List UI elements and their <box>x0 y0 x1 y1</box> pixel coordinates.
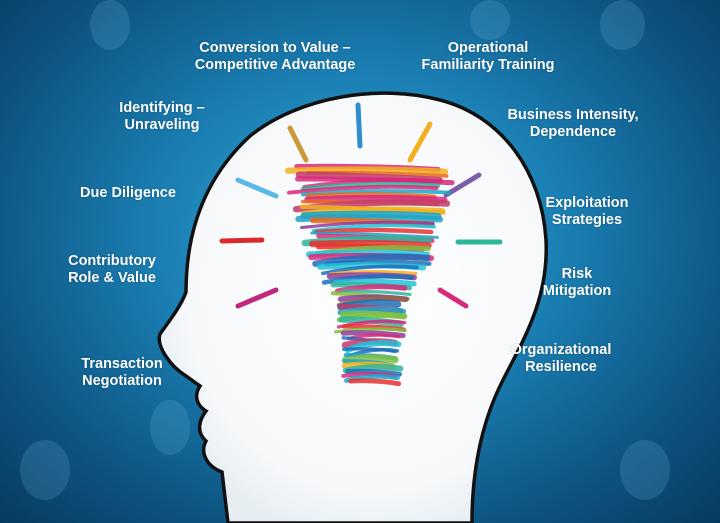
label-line: Negotiation <box>82 373 162 389</box>
light-ray <box>407 121 433 163</box>
label-line: Business Intensity, <box>507 107 639 123</box>
label-line: Operational <box>447 40 529 56</box>
label-item: Identifying –Unraveling <box>119 100 204 134</box>
label-line: Familiarity Training <box>421 57 555 73</box>
light-ray <box>235 287 279 309</box>
label-line: Role & Value <box>68 270 156 286</box>
light-ray <box>287 125 309 163</box>
label-line: Due Diligence <box>80 185 176 201</box>
bokeh-light <box>150 400 190 455</box>
light-ray <box>235 177 279 199</box>
label-line: Risk <box>561 266 593 282</box>
label-line: Exploitation <box>545 195 629 211</box>
label-item: Conversion to Value –Competitive Advanta… <box>195 40 356 74</box>
label-line: Unraveling <box>124 117 200 133</box>
bulb-stroke <box>321 274 414 285</box>
light-ray <box>355 102 363 149</box>
bokeh-light <box>90 0 130 50</box>
bulb-stroke <box>348 378 402 387</box>
bulb-stroke <box>309 239 432 249</box>
label-line: Strategies <box>551 212 623 228</box>
bokeh-light <box>620 440 670 500</box>
label-line: Contributory <box>68 253 156 269</box>
label-line: Dependence <box>529 124 617 140</box>
light-ray <box>443 172 482 198</box>
bulb-stroke <box>340 289 412 297</box>
label-line: Organizational <box>510 342 612 358</box>
light-ray <box>437 287 469 309</box>
bulb-stroke <box>304 194 448 204</box>
label-item: Business Intensity,Dependence <box>507 107 638 141</box>
bulb-stroke <box>314 227 434 235</box>
label-line: Conversion to Value – <box>199 40 351 56</box>
bulb-stroke <box>299 220 435 230</box>
bulb-stroke <box>321 264 419 276</box>
bulb-stroke <box>287 184 439 195</box>
light-ray <box>219 237 265 244</box>
label-item: Due Diligence <box>80 185 176 202</box>
label-line: Mitigation <box>542 283 612 299</box>
bulb-stroke <box>284 166 449 175</box>
label-line: Resilience <box>525 359 597 375</box>
light-rays <box>219 102 503 309</box>
bokeh-light <box>600 0 645 50</box>
label-line: Identifying – <box>119 100 205 116</box>
lightbulb-scribble <box>284 163 455 387</box>
bokeh-light <box>470 0 510 40</box>
bokeh-light <box>20 440 70 500</box>
bulb-stroke <box>300 181 441 192</box>
bulb-stroke <box>302 177 442 189</box>
bulb-stroke <box>305 249 431 258</box>
bulb-stroke <box>312 253 430 267</box>
bulb-stroke <box>345 368 403 377</box>
label-line: Competitive Advantage <box>194 57 356 73</box>
label-line: Transaction <box>81 356 163 372</box>
